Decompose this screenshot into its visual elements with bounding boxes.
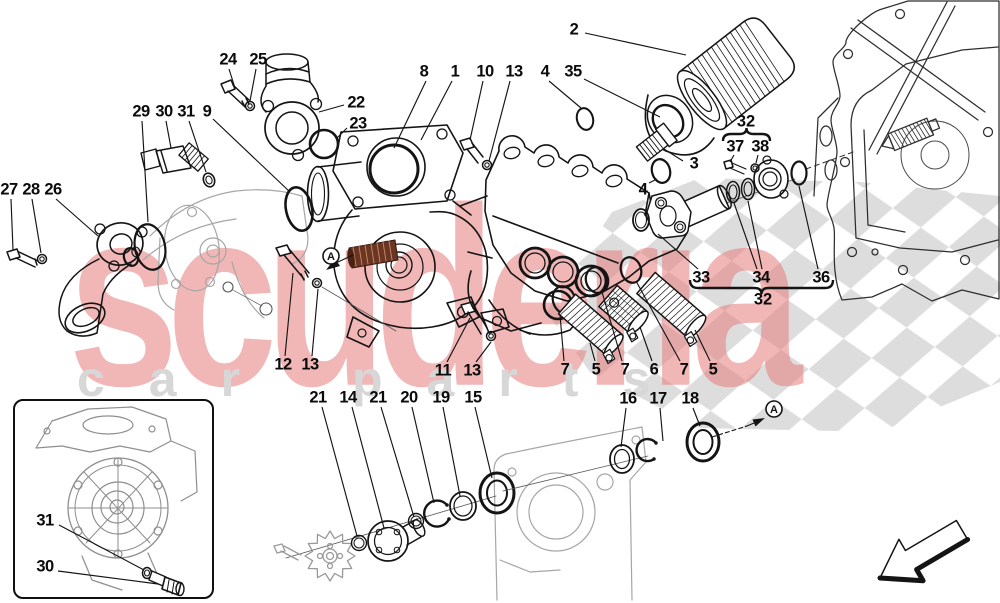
- watermark-sub-text-parts: parts: [352, 351, 695, 407]
- callout-c30: 30: [155, 102, 173, 121]
- callout-c27: 27: [0, 180, 18, 199]
- callout-i31: 31: [36, 511, 54, 530]
- callout-c35: 35: [564, 62, 582, 81]
- callout-c7b: 7: [620, 360, 630, 379]
- callout-c23: 23: [349, 114, 367, 133]
- bracket-32-top-label: 32: [736, 112, 756, 131]
- callout-c19: 19: [432, 388, 450, 407]
- callout-c21a: 21: [309, 388, 327, 407]
- callout-c13c: 13: [463, 361, 481, 380]
- callout-c8: 8: [419, 62, 429, 81]
- callout-c3: 3: [689, 154, 699, 173]
- callout-c1: 1: [450, 62, 460, 81]
- callout-c28: 28: [22, 180, 40, 199]
- callout-c13b: 13: [301, 355, 319, 374]
- callout-c11: 11: [434, 361, 452, 380]
- callout-c5a: 5: [591, 360, 601, 379]
- callout-c6: 6: [649, 360, 659, 379]
- callout-c18: 18: [681, 389, 699, 408]
- callout-c14: 14: [339, 388, 357, 407]
- callout-c9: 9: [202, 102, 212, 121]
- callout-c33: 33: [692, 268, 710, 287]
- callout-c20: 20: [400, 388, 418, 407]
- callout-c34: 34: [752, 268, 770, 287]
- callout-c17: 17: [649, 389, 667, 408]
- callout-c36: 36: [812, 268, 830, 287]
- callout-c37: 37: [726, 137, 744, 156]
- callout-c4a: 4: [540, 62, 550, 81]
- callout-c7a: 7: [560, 360, 570, 379]
- callout-c4b: 4: [638, 180, 648, 199]
- callout-c16: 16: [619, 389, 637, 408]
- callout-c10: 10: [476, 62, 494, 81]
- callout-c21b: 21: [369, 388, 387, 407]
- callout-c29: 29: [132, 102, 150, 121]
- callout-c5b: 5: [708, 360, 718, 379]
- callout-c13a: 13: [505, 62, 523, 81]
- bracket-32-bottom-label: 32: [753, 290, 773, 309]
- callout-c7c: 7: [679, 360, 689, 379]
- callout-c25: 25: [249, 50, 267, 69]
- callout-c2: 2: [569, 20, 579, 39]
- callout-c31: 31: [177, 102, 195, 121]
- callout-c24: 24: [219, 50, 237, 69]
- inset-detail-box: [13, 399, 214, 599]
- callout-c12: 12: [274, 355, 292, 374]
- callout-c22: 22: [347, 93, 365, 112]
- callout-c15: 15: [464, 388, 482, 407]
- watermark-sub-text-car: car: [77, 351, 285, 407]
- callout-c38: 38: [751, 137, 769, 156]
- callout-i30: 30: [36, 557, 54, 576]
- callout-c26: 26: [44, 180, 62, 199]
